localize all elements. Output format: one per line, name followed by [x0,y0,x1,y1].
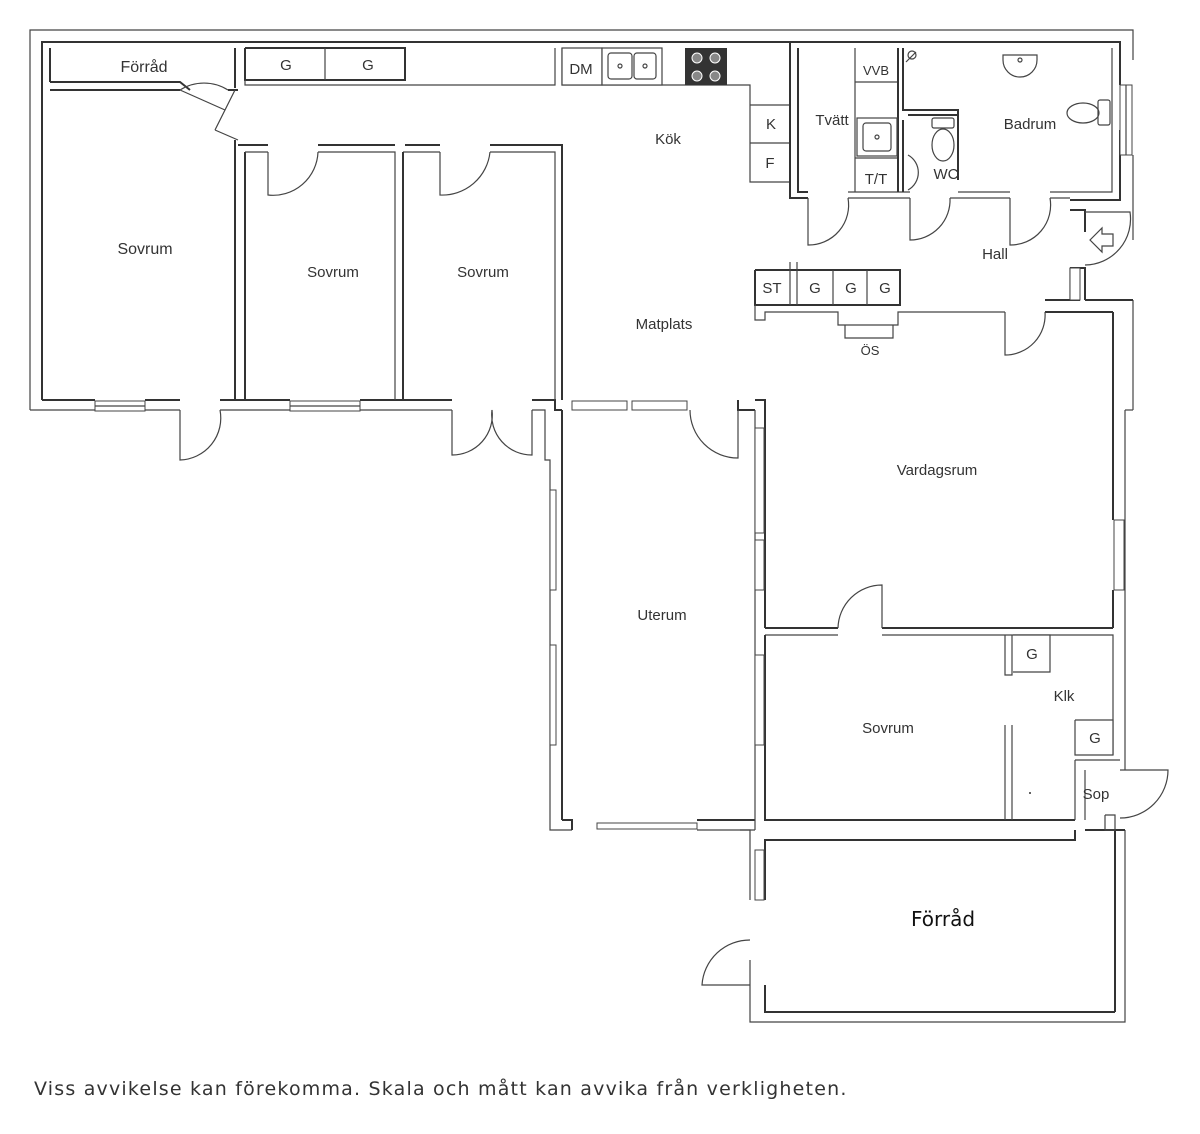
wardrobe-label: G [879,280,891,297]
disclaimer-text: Viss avvikelse kan förekomma. Skala och … [34,1078,848,1100]
room-label-sovrum-1: Sovrum [117,241,172,258]
windows [94,84,1133,901]
room-label-sovrum-4: Sovrum [862,720,914,737]
room-label-vardagsrum: Vardagsrum [897,462,978,479]
room-labels: Förråd Sovrum Sovrum Sovrum Kök Matplats… [117,58,1109,931]
room-label-forrad-bottom: Förråd [911,907,975,931]
interior-walls [49,42,1120,831]
wardrobe-label: G [845,280,857,297]
overhead-cabinet-label: ÖS [861,343,880,358]
water-heater-label: VVB [863,63,889,78]
freezer-label: F [765,155,774,172]
room-label-forrad-top: Förråd [120,58,167,76]
wc-toilet-icon [931,117,955,162]
fixtures [561,47,1114,794]
room-label-matplats: Matplats [636,316,693,333]
exterior-walls [29,29,1134,1023]
shower-icon [905,50,917,63]
room-label-klk: Klk [1054,688,1075,705]
bath-toilet-icon [1066,99,1111,126]
washer-dryer-label: T/T [865,171,888,188]
room-label-uterum: Uterum [637,607,686,624]
dishwasher-label: DM [569,61,592,78]
fridge-label: K [766,116,776,133]
entrance-arrow-icon [1089,226,1114,254]
doors [179,82,1169,986]
room-label-badrum: Badrum [1004,116,1057,133]
wardrobe-label: G [1089,730,1101,747]
room-label-wc: WC [934,166,959,183]
wardrobe-label: G [1026,646,1038,663]
room-label-kok: Kök [655,131,681,148]
fixture-labels: G G DM K F VVB T/T ST G G G ÖS G G [280,57,1101,747]
room-label-sovrum-3: Sovrum [457,264,509,281]
wardrobe-label: G [280,57,292,74]
wc-basin-icon [907,154,919,191]
room-label-sop: Sop [1083,786,1110,803]
room-label-hall: Hall [982,246,1008,263]
stove-icon [685,48,727,85]
storage-cabinet-label: ST [762,280,781,297]
wardrobe-label: G [362,57,374,74]
bath-basin-icon [1002,54,1038,78]
room-label-tvatt: Tvätt [815,112,849,129]
wardrobe-label: G [809,280,821,297]
room-label-sovrum-2: Sovrum [307,264,359,281]
